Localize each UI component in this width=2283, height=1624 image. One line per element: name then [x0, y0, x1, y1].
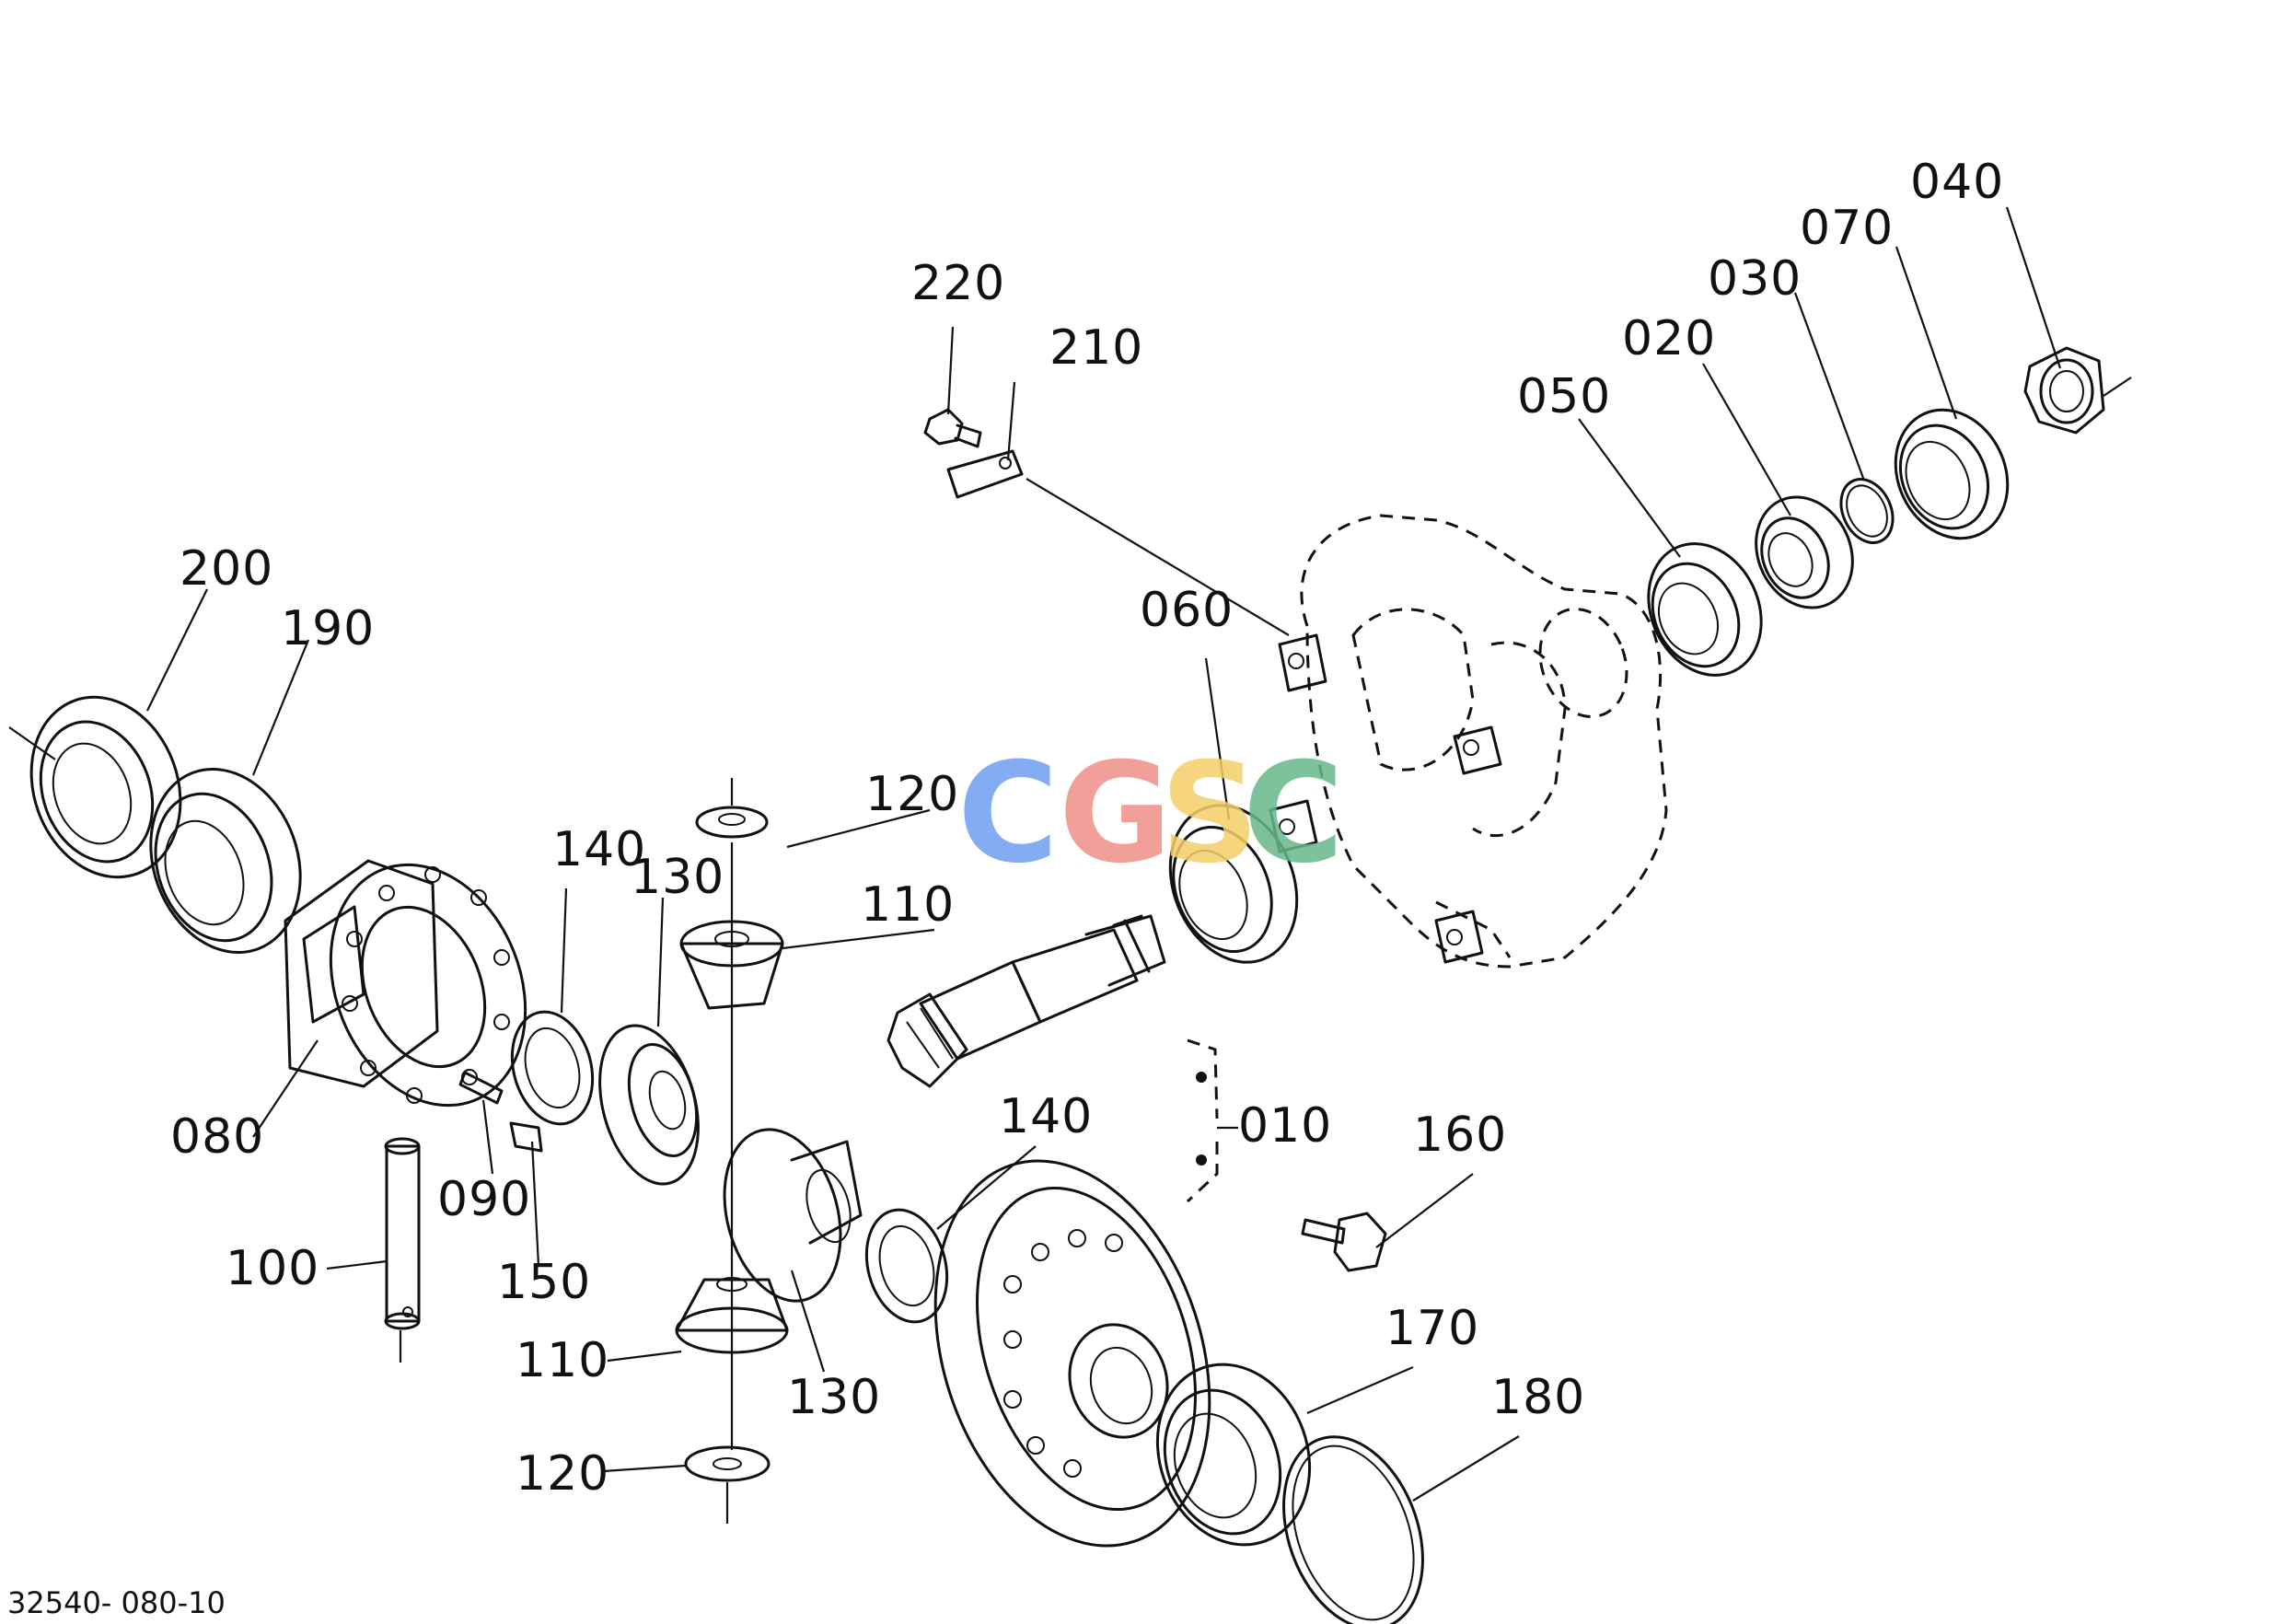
callout-100: 100 — [226, 1241, 319, 1296]
watermark-letter-1: C — [957, 734, 1059, 894]
bushing-150 — [509, 1121, 543, 1153]
callout-050: 050 — [1517, 369, 1611, 424]
callout-040: 040 — [1910, 155, 2004, 210]
bolt-220 — [923, 408, 982, 448]
watermark-letter-2: G — [1059, 734, 1172, 894]
watermark-letter-4: C — [1243, 734, 1344, 894]
callout-110a: 110 — [861, 877, 955, 933]
callout-090: 090 — [437, 1172, 531, 1227]
watermark-logo: C G S C — [957, 734, 1344, 894]
bearing-170 — [1155, 1363, 1312, 1547]
pin-090 — [458, 1071, 504, 1105]
thrust-washer-140a — [510, 1010, 595, 1126]
thrust-washer-140b — [864, 1208, 949, 1324]
diagram-reference-code: 32540- 080-10 — [7, 1585, 226, 1620]
bearing-cup-070 — [1894, 408, 2010, 540]
seal-ring-180 — [1282, 1435, 1424, 1624]
washer-120b — [684, 1445, 771, 1524]
callout-030: 030 — [1708, 251, 1802, 307]
callout-130b: 130 — [787, 1370, 881, 1425]
callout-060: 060 — [1140, 583, 1234, 638]
callout-200: 200 — [180, 541, 273, 597]
callout-140b: 140 — [999, 1089, 1093, 1144]
ball-bearing-050 — [1647, 542, 1763, 677]
callout-170: 170 — [1385, 1301, 1479, 1356]
ring-gear — [933, 1159, 1211, 1548]
callout-220: 220 — [911, 256, 1005, 311]
bolt-160 — [1301, 1212, 1387, 1272]
side-gear-130b — [723, 1128, 863, 1303]
bearing-190 — [149, 768, 302, 954]
callout-190: 190 — [281, 601, 375, 656]
pinion-shaft-100 — [384, 1137, 421, 1363]
washer-120a — [695, 778, 769, 839]
callout-labels: 040 070 030 020 050 060 210 220 200 190 … — [170, 155, 2004, 1502]
callout-210: 210 — [1049, 320, 1143, 376]
callout-180: 180 — [1491, 1370, 1585, 1425]
o-ring-030 — [1839, 478, 1895, 544]
assembly-bracket-010 — [1186, 1038, 1238, 1203]
lock-nut-200 — [8, 695, 182, 879]
pinion-shaft-010 — [887, 914, 1166, 1088]
leader-lines — [146, 206, 2062, 1502]
differential-case-080 — [284, 859, 527, 1108]
callout-010: 010 — [1238, 1098, 1332, 1154]
watermark-letter-3: S — [1160, 734, 1259, 894]
callout-160: 160 — [1413, 1108, 1507, 1163]
callout-140a: 140 — [552, 822, 646, 877]
side-gear-130a — [598, 1024, 700, 1186]
callout-130a: 130 — [631, 850, 724, 905]
callout-110b: 110 — [516, 1333, 609, 1388]
lock-plate-210 — [946, 449, 1024, 499]
callout-150: 150 — [497, 1255, 591, 1310]
ball-bearing-060 — [1168, 804, 1299, 964]
callout-080: 080 — [170, 1109, 264, 1165]
callout-120a: 120 — [865, 767, 959, 822]
nut-040 — [2023, 346, 2132, 435]
callout-020: 020 — [1622, 311, 1716, 366]
callout-070: 070 — [1800, 201, 1894, 256]
callout-120b: 120 — [516, 1446, 609, 1502]
bearing-cone-020 — [1755, 495, 1854, 609]
